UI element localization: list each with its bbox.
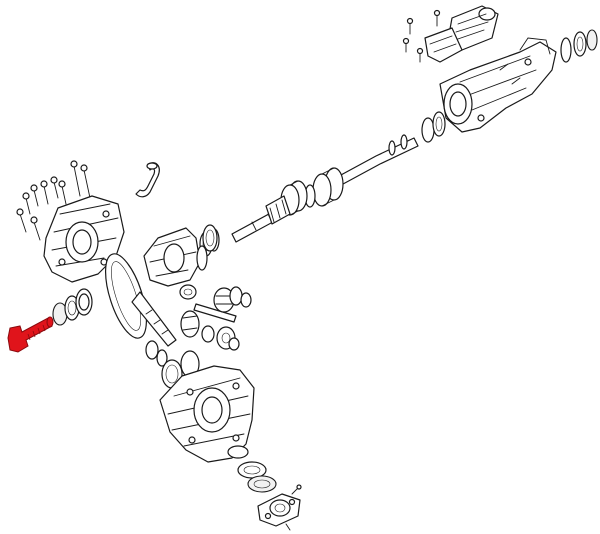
- shaft-ring-1: [421, 117, 435, 143]
- output-seals: [237, 461, 277, 493]
- ring-gear: [104, 253, 177, 347]
- output-flange: [257, 484, 302, 531]
- shaft-gear: [280, 180, 308, 216]
- front-cover-housing: [43, 195, 125, 283]
- side-gear-upper: [179, 284, 197, 300]
- cover-bolts: [16, 160, 91, 241]
- stud-seals: [52, 288, 93, 326]
- rear-seals: [560, 29, 598, 63]
- side-washer: [229, 286, 243, 306]
- breather-hose: [135, 162, 160, 198]
- differential-case: [143, 224, 218, 287]
- rear-housing: [439, 37, 557, 133]
- top-bolts: [402, 9, 441, 63]
- actuator-motor: [424, 5, 499, 63]
- axle-housing: [159, 365, 255, 463]
- pinion-washer: [201, 325, 215, 343]
- output-shaft: [199, 111, 446, 257]
- side-clip: [240, 292, 252, 308]
- shaft-ring-2: [432, 111, 446, 137]
- pinion-gear-left: [180, 310, 200, 338]
- shaft-bearing: [312, 167, 344, 207]
- highlighted-stud: [7, 316, 54, 353]
- side-gear-lower: [216, 326, 240, 351]
- shaft-spline: [265, 195, 291, 225]
- front-cover-assembly: [16, 160, 125, 283]
- rear-housing-assembly: [402, 5, 598, 133]
- spider-gears: [179, 284, 252, 351]
